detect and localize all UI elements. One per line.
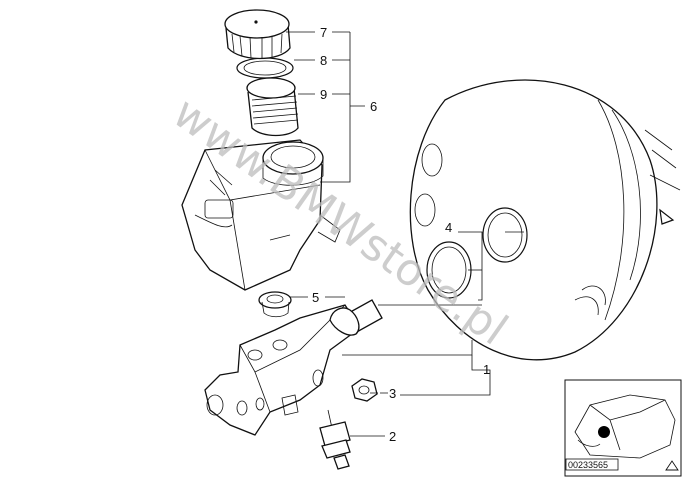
leader-lines xyxy=(286,31,491,437)
callout-5: 5 xyxy=(312,290,319,305)
cap-seal xyxy=(236,57,294,79)
booster-seal-ring xyxy=(482,207,528,263)
callout-3: 3 xyxy=(389,386,396,401)
pressure-switch xyxy=(319,409,351,470)
brake-fluid-reservoir xyxy=(181,139,341,291)
reference-number: 00233565 xyxy=(568,460,608,470)
grommet xyxy=(258,291,292,318)
reservoir-cap xyxy=(224,9,291,60)
location-marker xyxy=(598,426,610,438)
brake-booster xyxy=(409,79,681,361)
callout-6: 6 xyxy=(370,99,377,114)
brake-master-cylinder xyxy=(204,299,383,436)
warning-triangle-icon xyxy=(665,460,679,471)
callout-2: 2 xyxy=(389,429,396,444)
hex-nut xyxy=(351,378,378,402)
callout-4: 4 xyxy=(445,220,452,235)
vehicle-inset: 00233565 xyxy=(564,379,682,477)
callout-9: 9 xyxy=(320,87,327,102)
filter-insert xyxy=(246,77,299,137)
callout-1: 1 xyxy=(483,362,490,377)
callout-7: 7 xyxy=(320,25,327,40)
callout-8: 8 xyxy=(320,53,327,68)
